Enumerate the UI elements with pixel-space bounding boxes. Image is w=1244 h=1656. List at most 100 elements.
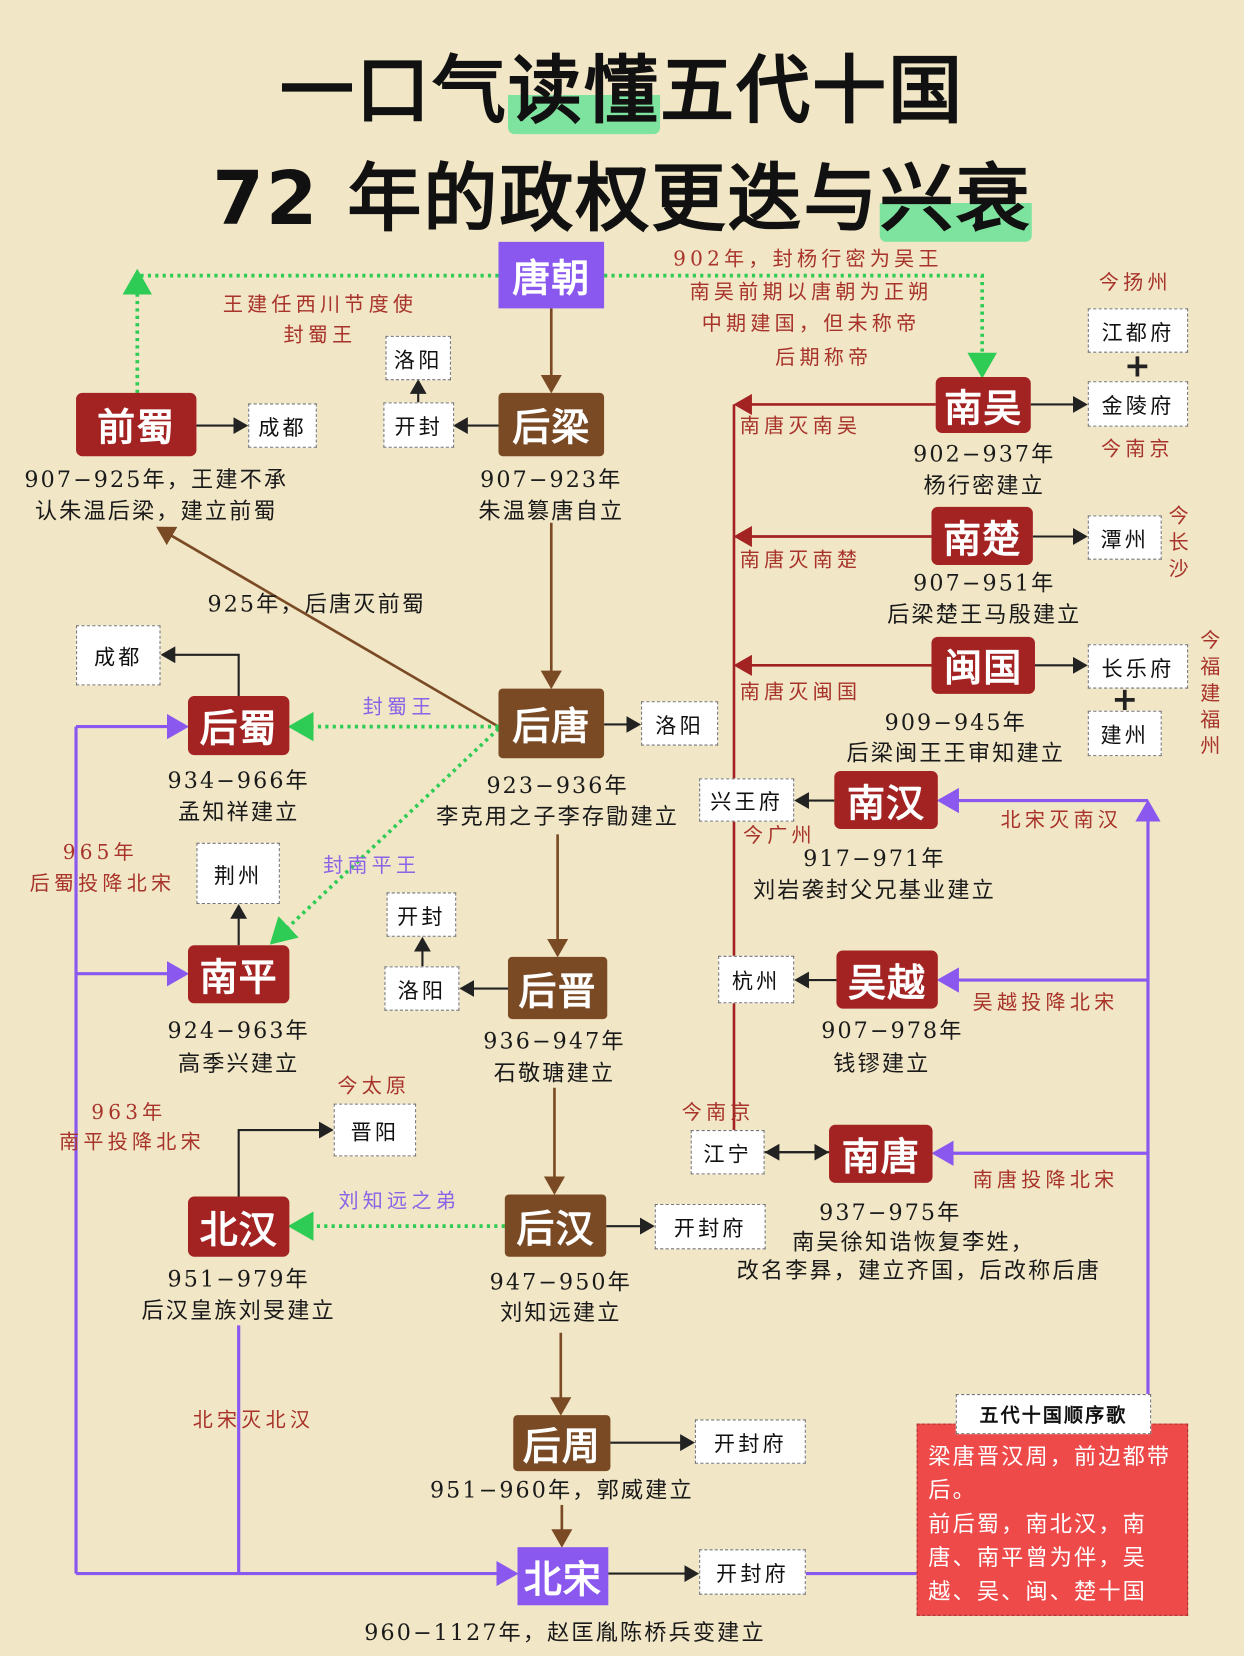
note-houtang-d1: 923−936年 [486, 773, 629, 799]
note-mie-nanchu: 南唐灭南楚 [739, 548, 862, 572]
title-highlight: 读懂 [507, 47, 661, 135]
capital-nanping-jingzhou: 荆州 [196, 842, 280, 905]
note-today-fuzhou: 今福建福州 [1197, 629, 1221, 762]
title-text: 一口气 [279, 47, 508, 135]
note-houliang-d2: 朱温篡唐自立 [478, 498, 625, 524]
song-line: 梁唐晋汉周，前边都带后。 [928, 1443, 1172, 1503]
state-tang: 唐朝 [498, 241, 605, 309]
capital-houshu-chengdu: 成都 [76, 625, 161, 686]
note-houjin-d1: 936−947年 [483, 1028, 626, 1054]
note-mie-qianshu: 925年，后唐灭前蜀 [207, 591, 427, 617]
note-feng-shuwang: 封蜀王 [362, 695, 436, 719]
capital-beihan-jinyang: 晋阳 [333, 1103, 417, 1157]
note-beisong-d: 960−1127年，赵匡胤陈桥兵变建立 [364, 1620, 766, 1646]
state-houtang: 后唐 [498, 688, 605, 759]
note-today-nanjing-2: 今南京 [681, 1100, 755, 1125]
note-wangjian-1: 王建任西川节度使 [222, 293, 418, 317]
state-wuyue: 吴越 [836, 950, 938, 1009]
note-nanping-x2: 南平投降北宋 [59, 1130, 205, 1154]
note-houshu-x1: 965年 [62, 841, 138, 865]
capital-houhan-kaifengfu: 开封府 [654, 1203, 766, 1250]
arrow-link [156, 526, 500, 728]
note-liu-brother: 刘知远之弟 [338, 1189, 460, 1213]
state-houliang: 后梁 [498, 392, 605, 457]
state-houzhou: 后周 [513, 1415, 611, 1472]
note-beihan-d1: 951−979年 [167, 1266, 310, 1292]
note-nanchu-d1: 907−951年 [913, 570, 1056, 596]
capital-minguo-changle: 长乐府 [1087, 644, 1189, 689]
capital-nanchu-tanzhou: 潭州 [1087, 515, 1162, 560]
note-today-taiyuan: 今太原 [337, 1074, 411, 1098]
note-wuyue-d1: 907−978年 [821, 1018, 964, 1044]
capital-minguo-jianzhou: 建州 [1087, 710, 1162, 757]
state-minguo: 闽国 [931, 636, 1035, 694]
capital-houjin-luoyang: 洛阳 [384, 966, 460, 1011]
state-houhan: 后汉 [504, 1194, 607, 1257]
note-houjin-d2: 石敬瑭建立 [493, 1060, 616, 1086]
note-minguo-d2: 后梁闽王王审知建立 [846, 740, 1066, 766]
capital-qianshu-chengdu: 成都 [248, 403, 317, 448]
note-mie-nanhan: 北宋灭南汉 [1000, 808, 1123, 832]
note-qianshu-d2: 认朱温后梁，建立前蜀 [34, 498, 278, 524]
note-nantang-d1: 937−975年 [819, 1199, 962, 1226]
note-nanhan-d2: 刘岩袭封父兄基业建立 [752, 877, 996, 903]
note-nantang-x: 南唐投降北宋 [972, 1168, 1119, 1192]
note-houzhou-d: 951−960年，郭威建立 [429, 1477, 694, 1503]
note-houshu-d1: 934−966年 [167, 767, 310, 794]
note-houhan-d1: 947−950年 [489, 1269, 632, 1295]
title-line-1: 一口气读懂五代十国 [0, 32, 1244, 139]
plus-icon: + [1111, 681, 1139, 719]
state-nanwu: 南吴 [935, 377, 1031, 434]
note-mie-beihan: 北宋灭北汉 [192, 1408, 315, 1432]
dotted-link [604, 273, 997, 379]
note-nanwu-d1: 902−937年 [913, 441, 1056, 467]
plus-icon: + [1124, 347, 1151, 385]
state-beihan: 北汉 [187, 1196, 290, 1257]
note-wuyue-d2: 钱镠建立 [833, 1050, 931, 1077]
note-nantang-d2: 南吴徐知诰恢复李姓， [792, 1229, 1035, 1255]
note-nanping-d2: 高季兴建立 [177, 1050, 300, 1077]
note-wuyue-x: 吴越投降北宋 [972, 991, 1119, 1015]
note-minguo-d1: 909−945年 [884, 709, 1027, 736]
state-nantang: 南唐 [829, 1124, 933, 1183]
capital-houzhou-kaifengfu: 开封府 [694, 1419, 806, 1464]
capital-beisong-kaifengfu: 开封府 [699, 1549, 806, 1595]
note-houshu-x2: 后蜀投降北宋 [29, 871, 176, 896]
note-houhan-d2: 刘知远建立 [500, 1300, 622, 1326]
note-nantang-d3: 改名李昪，建立齐国，后改称后唐 [736, 1257, 1101, 1284]
note-nanhan-d1: 917−971年 [803, 845, 946, 872]
note-mie-minguo: 南唐灭闽国 [739, 680, 862, 704]
note-houliang-d1: 907−923年 [480, 466, 623, 493]
note-nanping-d1: 924−963年 [167, 1018, 310, 1044]
state-nanping: 南平 [187, 945, 290, 1004]
note-nanchu-d2: 后梁楚王马殷建立 [887, 601, 1082, 628]
note-nanwu-n2: 南吴前期以唐朝为正朔 [689, 280, 933, 304]
state-houjin: 后晋 [507, 956, 608, 1020]
note-nanping-x1: 963年 [91, 1100, 167, 1125]
dotted-link [269, 727, 500, 945]
note-feng-nanping: 封南平王 [323, 853, 421, 878]
title-line-2: 72 年的政权更迭与兴衰 [0, 139, 1244, 246]
capital-wuyue-hangzhou: 杭州 [718, 955, 795, 1004]
state-nanhan: 南汉 [834, 770, 938, 830]
state-beisong: 北宋 [517, 1547, 609, 1606]
note-wangjian-2: 封蜀王 [283, 323, 357, 347]
capital-houliang-kaifeng: 开封 [383, 402, 455, 448]
capital-nantang-jiangning: 江宁 [690, 1130, 765, 1175]
song-line: 前后蜀，南北汉，南唐、南平曾为伴，吴越、吴、闽、楚十国 [928, 1511, 1147, 1605]
song-title: 五代十国顺序歌 [955, 1394, 1152, 1435]
note-nanwu-n3: 中期建国，但未称帝 [701, 312, 921, 336]
capital-nanwu-jinling: 金陵府 [1087, 381, 1189, 427]
state-houshu: 后蜀 [187, 695, 290, 756]
note-today-yangzhou: 今扬州 [1098, 270, 1172, 295]
capital-houtang-luoyang: 洛阳 [641, 701, 719, 746]
arrow-link [237, 1121, 334, 1197]
note-nanwu-d2: 杨行密建立 [923, 473, 1046, 499]
note-mie-nanwu: 南唐灭南吴 [739, 414, 862, 438]
note-qianshu-d1: 907−925年，王建不承 [24, 466, 289, 493]
note-nanwu-n1: 902年，封杨行密为吴王 [673, 247, 943, 271]
note-houtang-d2: 李克用之子李存勖建立 [436, 803, 680, 830]
arrow-link [160, 646, 240, 696]
